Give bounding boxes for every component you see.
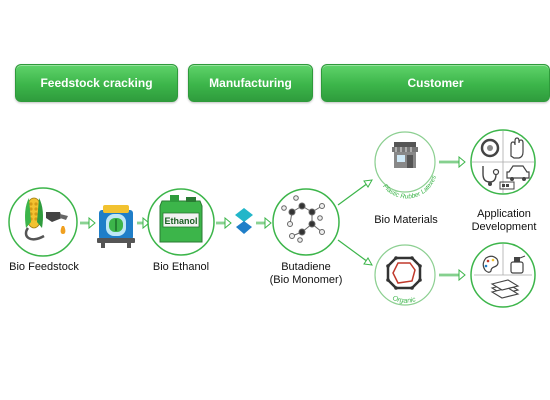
ring-molecule-icon — [386, 256, 422, 290]
butadiene-label-line1: Butadiene — [281, 261, 331, 273]
arrow-organic-to-application — [439, 268, 466, 282]
butadiene-node — [272, 188, 340, 256]
application-products-node — [470, 129, 536, 195]
arrow-ethanol-to-catalyst — [216, 216, 232, 230]
molecule-icon — [281, 195, 325, 243]
ethanol-canister-icon: Ethanol — [159, 195, 203, 243]
organic-label: Organic — [391, 295, 417, 305]
butadiene-label-line2: (Bio Monomer) — [269, 274, 343, 286]
cosmetic-bottle-icon — [510, 255, 526, 274]
stethoscope-icon — [482, 166, 500, 186]
bio-ethanol-node: Ethanol — [147, 188, 215, 256]
battery-icon — [499, 181, 515, 190]
arrow-catalyst-to-butadiene — [256, 216, 272, 230]
organic-node: Organic — [374, 244, 436, 306]
bio-materials-label: Bio Materials — [374, 214, 438, 226]
application-development-label: Application Development — [462, 208, 546, 234]
application-label-line1: Application — [477, 208, 531, 220]
catalyst-logo-icon — [235, 208, 253, 234]
butadiene-label: Butadiene (Bio Monomer) — [262, 261, 350, 287]
tank-label: Ethanol — [165, 216, 198, 226]
tire-icon — [480, 138, 500, 158]
application-label-line2: Development — [471, 221, 537, 233]
stage-customer-button[interactable]: Customer — [321, 64, 550, 102]
arrow-reactor-to-ethanol — [137, 216, 150, 230]
arrow-feedstock-to-reactor — [80, 216, 96, 230]
car-icon — [506, 165, 530, 181]
storefront-icon — [392, 142, 418, 168]
application-organic-products-node — [470, 242, 536, 308]
stage-manufacturing-button[interactable]: Manufacturing — [188, 64, 313, 102]
bio-ethanol-label: Bio Ethanol — [152, 261, 210, 273]
arrow-bio-materials-to-application — [439, 155, 466, 169]
bio-feedstock-node — [8, 187, 78, 257]
arrow-butadiene-to-organic — [337, 239, 373, 266]
fuel-nozzle-icon — [24, 212, 68, 241]
glove-icon — [510, 137, 524, 159]
corn-icon — [25, 197, 43, 229]
stage-feedstock-cracking-button[interactable]: Feedstock cracking — [15, 64, 178, 102]
bio-feedstock-label: Bio Feedstock — [9, 261, 79, 273]
reactor-icon — [97, 205, 135, 248]
fabric-stack-icon — [490, 279, 520, 299]
plastic-rubber-latexes-node: Plastic Rubber Latexes — [374, 131, 438, 200]
arrow-butadiene-to-bio-materials — [337, 179, 373, 206]
paint-palette-icon — [482, 255, 499, 273]
